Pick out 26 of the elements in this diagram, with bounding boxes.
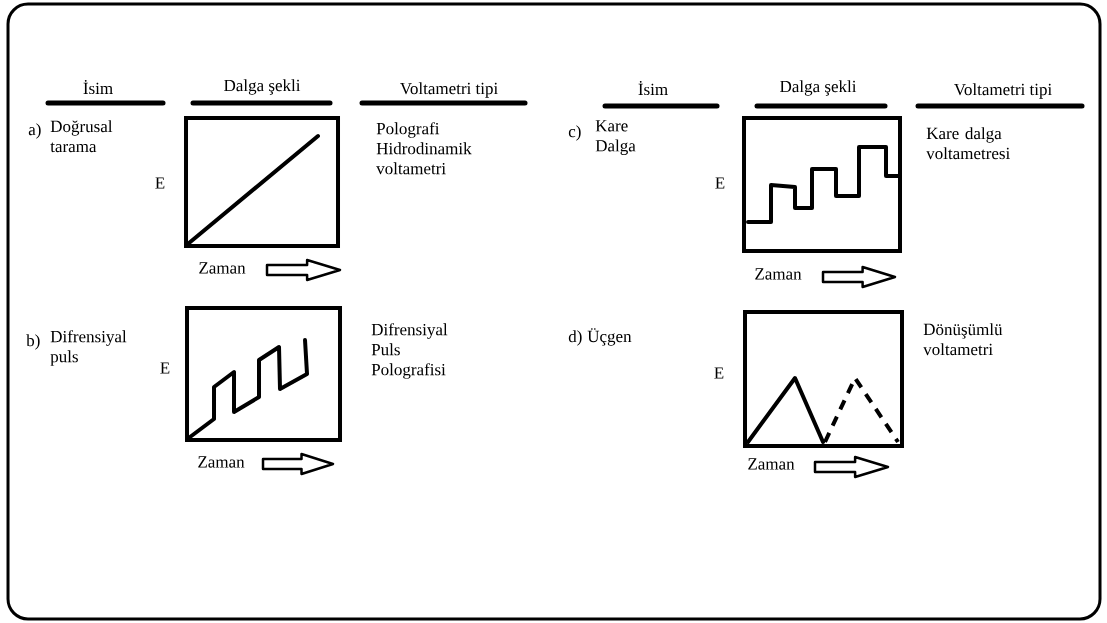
technique-name: Kare Dalga [595, 120, 636, 155]
column-header: İsim [638, 80, 668, 96]
axis-label: E [155, 177, 165, 189]
axis-label: Zaman [748, 458, 795, 470]
item-letter: a) [28, 123, 41, 139]
technique-name: Doğrusal tarama [50, 120, 113, 153]
item-letter: d) [568, 330, 582, 346]
item-letter: c) [568, 125, 581, 141]
column-header: Voltametri tipi [400, 82, 498, 98]
axis-label: E [715, 177, 725, 189]
technique-name: Üçgen [587, 328, 632, 346]
voltammetry-type: Kare dalga voltametresi [926, 127, 1010, 160]
voltammetry-type: Dönüşümlü voltametri [923, 323, 1003, 356]
axis-label: Zaman [199, 262, 246, 274]
column-header: Voltametri tipi [954, 83, 1052, 99]
column-header: İsim [83, 79, 113, 95]
column-header: Dalga şekli [224, 79, 301, 95]
voltammetry-type: Difrensiyal Puls Polografisi [371, 323, 448, 379]
voltammetry-type: Polografi Hidrodinamik voltametri [376, 122, 472, 175]
axis-label: Zaman [755, 268, 802, 280]
axis-label: E [160, 362, 170, 374]
technique-name: Difrensiyal puls [50, 330, 127, 366]
axis-label: E [714, 367, 724, 379]
axis-label: Zaman [198, 456, 245, 468]
column-header: Dalga şekli [780, 80, 857, 96]
item-letter: b) [26, 334, 40, 350]
